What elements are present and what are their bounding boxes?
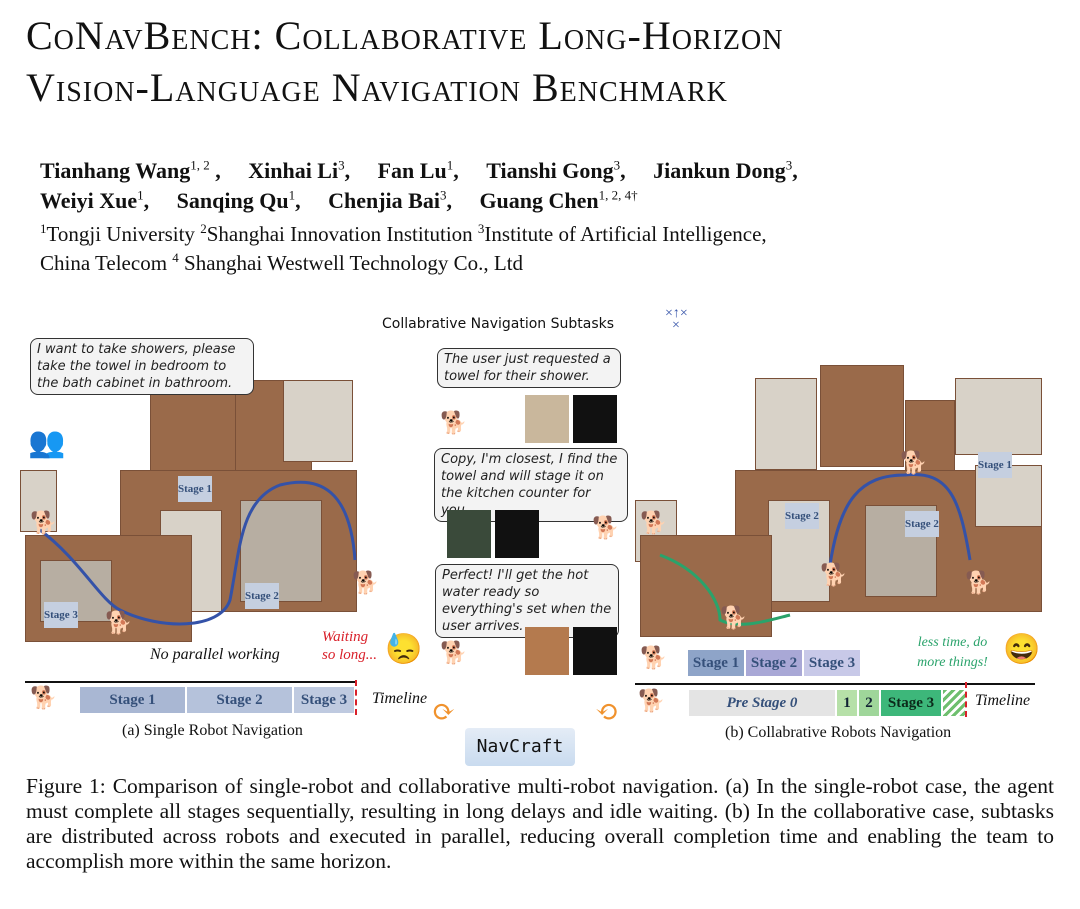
subfigure-caption-a: (a) Single Robot Navigation <box>122 722 303 739</box>
deadline-marker <box>965 682 967 717</box>
cycle-arrow-icon: ⟳ <box>432 697 456 728</box>
author: Guang Chen1, 2, 4† <box>479 188 638 214</box>
affiliations-line-1: 1Tongji University 2Shanghai Innovation … <box>40 221 767 246</box>
depth-view-thumbnail <box>573 395 617 443</box>
timeline-stage: Stage 1 <box>80 687 185 713</box>
timeline-axis <box>635 683 1035 685</box>
robot-dog-icon: 🐕 <box>30 685 58 710</box>
dialog-bubble: Copy, I'm closest, I find the towel and … <box>434 448 628 522</box>
yellow-robot-icon: 🐕 <box>820 562 848 587</box>
saved-time-hatch <box>943 690 965 716</box>
cycle-arrow-icon: ⟲ <box>595 697 619 728</box>
subtasks-icon: ×↑× × <box>665 306 688 333</box>
no-parallel-label: No parallel working <box>150 646 280 663</box>
depth-view-thumbnail <box>495 510 539 558</box>
dialog-bubble: Perfect! I'll get the hot water ready so… <box>435 564 619 638</box>
robot-dog-icon: 🐕 <box>720 605 748 630</box>
deadline-marker <box>355 680 357 715</box>
map-stage-label: Stage 1 <box>178 476 212 502</box>
sad-face-icon: 😓 <box>385 633 423 666</box>
rgb-view-thumbnail <box>525 627 569 675</box>
robot-dog-icon: 🐕 <box>638 688 666 713</box>
author: Weiyi Xue1, <box>40 188 150 214</box>
timeline-label: Timeline <box>372 690 428 707</box>
rgb-view-thumbnail <box>447 510 491 558</box>
map-stage-label: Stage 1 <box>978 452 1012 478</box>
yellow-robot-icon: 🐕 <box>900 450 928 475</box>
figure-header: Collabrative Navigation Subtasks <box>382 316 615 332</box>
timeline-stage: Stage 3 <box>294 687 354 713</box>
robot-dog-icon: 🐕 <box>440 410 468 435</box>
map-stage-label: Stage 3 <box>44 602 78 628</box>
author: Xinhai Li3, <box>248 158 351 184</box>
map-stage-label: Stage 2 <box>785 503 819 529</box>
author: Sanqing Qu1, <box>176 188 301 214</box>
figure-caption: Figure 1: Comparison of single-robot and… <box>26 774 1054 873</box>
robot-dog-icon: 🐕 <box>30 510 58 535</box>
user-request-bubble: I want to take showers, please take the … <box>30 338 254 395</box>
robot-dog-icon: 🐕 <box>440 640 468 665</box>
timeline-stage: Stage 2 <box>187 687 292 713</box>
map-stage-label: Stage 2 <box>245 583 279 609</box>
author: Chenjia Bai3, <box>328 188 452 214</box>
author: Tianhang Wang1, 2 , <box>40 158 221 184</box>
timeline-label: Timeline <box>975 692 1031 709</box>
robot2-stage: 2 <box>859 690 879 716</box>
rgb-view-thumbnail <box>525 395 569 443</box>
robot2-stage: 1 <box>837 690 857 716</box>
authors-line-2: Weiyi Xue1, Sanqing Qu1, Chenjia Bai3, G… <box>40 188 660 214</box>
map-stage-label: Stage 2 <box>905 511 939 537</box>
title-line-1: CoNavBench: Collaborative Long-Horizon <box>26 13 784 58</box>
user-icon: 👥 <box>28 426 66 459</box>
dialog-bubble: The user just requested a towel for thei… <box>437 348 621 388</box>
yellow-robot-icon: 🐕 <box>592 515 620 540</box>
robot-dog-icon: 🐕 <box>640 510 668 535</box>
robot-dog-icon: 🐕 <box>105 610 133 635</box>
yellow-robot-icon: 🐕 <box>640 645 668 670</box>
author: Jiankun Dong3, <box>653 158 798 184</box>
robot2-stage: Pre Stage 0 <box>689 690 835 716</box>
affiliations-line-2: China Telecom 4 Shanghai Westwell Techno… <box>40 250 524 275</box>
figure-1: Collabrative Navigation Subtasks ×↑× × S… <box>0 300 1080 770</box>
robot2-stage: Stage 3 <box>881 690 941 716</box>
yellow-robot-icon: 🐕 <box>965 570 993 595</box>
timeline-axis <box>25 681 355 683</box>
author: Fan Lu1, <box>377 158 459 184</box>
depth-view-thumbnail <box>573 627 617 675</box>
subfigure-caption-b: (b) Collabrative Robots Navigation <box>725 724 952 741</box>
robot1-stage: Stage 2 <box>746 650 802 676</box>
robot1-stage: Stage 3 <box>804 650 860 676</box>
robot1-stage: Stage 1 <box>688 650 744 676</box>
author: Tianshi Gong3, <box>486 158 626 184</box>
navcraft-box: NavCraft <box>465 728 575 766</box>
happy-face-icon: 😄 <box>1003 633 1041 666</box>
authors-line-1: Tianhang Wang1, 2 , Xinhai Li3, Fan Lu1,… <box>40 158 820 184</box>
less-time-label: less time, do more things! <box>917 635 988 670</box>
robot-dog-icon: 🐕 <box>352 570 380 595</box>
waiting-label: Waiting so long... <box>322 629 378 663</box>
title-line-2: Vision-Language Navigation Benchmark <box>26 65 728 110</box>
